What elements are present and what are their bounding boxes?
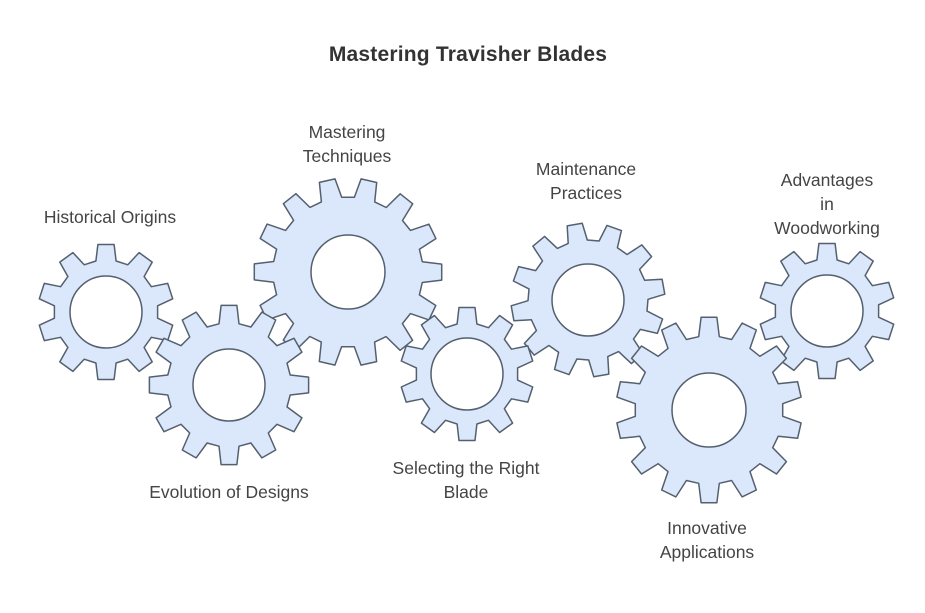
gear-icon xyxy=(616,316,802,504)
gear-label-advantages-in-woodworking: Advantages in Woodworking xyxy=(774,170,880,238)
gear-icon xyxy=(38,243,174,381)
gear-hole xyxy=(430,337,504,411)
gear-label-evolution-of-designs: Evolution of Designs xyxy=(149,482,309,502)
gear-label-historical-origins: Historical Origins xyxy=(43,207,177,227)
gear-icon xyxy=(510,222,666,378)
gear-label-maintenance-practices: Maintenance Practices xyxy=(535,159,637,203)
gear-icon xyxy=(759,242,895,380)
gear-icon xyxy=(400,306,534,442)
gear-label-innovative-applications: Innovative Applications xyxy=(659,518,755,562)
gear-hole xyxy=(671,372,747,448)
gear-hole xyxy=(310,234,386,310)
gear-label-selecting-the-right-blade: Selecting the Right Blade xyxy=(392,458,540,502)
gear-hole xyxy=(69,275,143,349)
gear-label-mastering-techniques: Mastering Techniques xyxy=(302,122,392,166)
gear-hole xyxy=(551,263,625,337)
gear-icon xyxy=(253,178,443,366)
gear-icon xyxy=(148,304,310,466)
gear-hole xyxy=(790,274,864,348)
gear-hole xyxy=(192,348,266,422)
diagram-title: Mastering Travisher Blades xyxy=(328,43,608,66)
